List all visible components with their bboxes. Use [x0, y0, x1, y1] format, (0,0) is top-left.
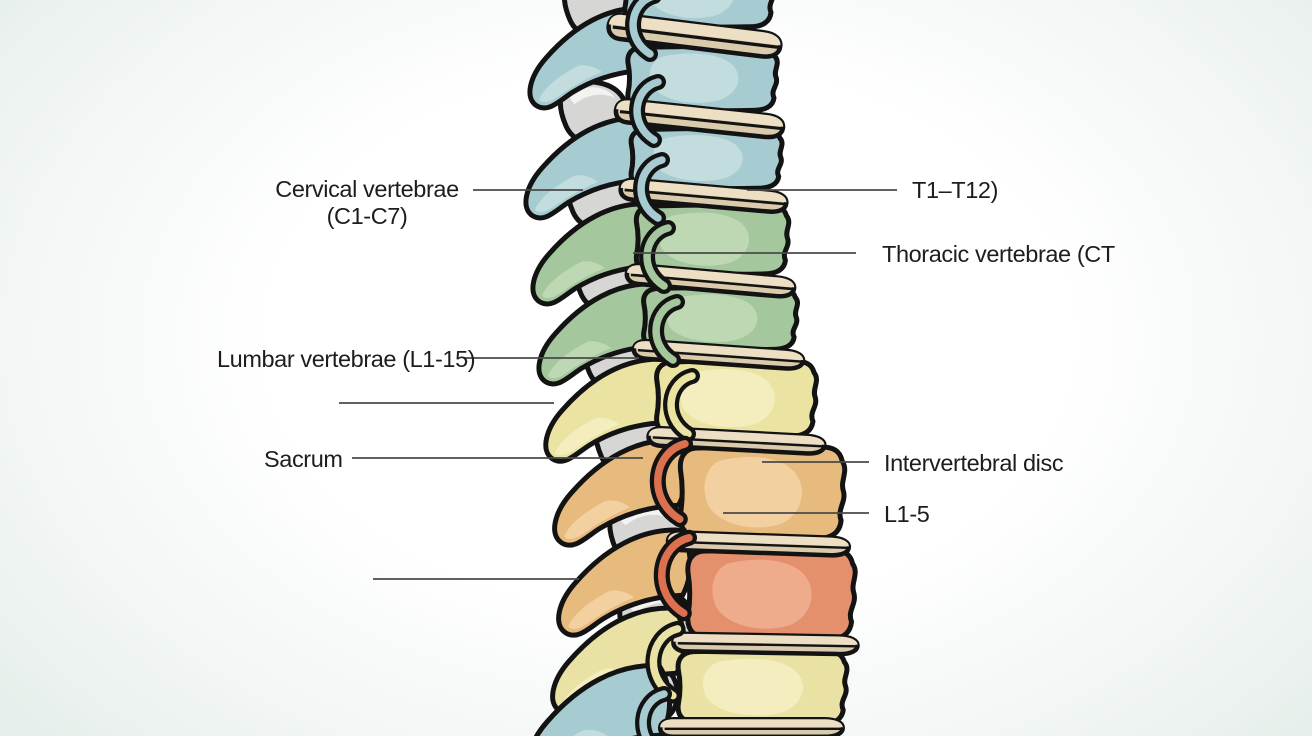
label-cervical-line1: Cervical vertebrae	[275, 176, 459, 202]
intervertebral-disc-graphic	[615, 99, 784, 138]
label-lumbar-vertebrae: Lumbar vertebrae (L1-15)	[217, 346, 476, 372]
label-cervical-vertebrae: Cervical vertebrae (C1-C7)	[270, 176, 464, 230]
intervertebral-disc-graphic	[668, 532, 849, 556]
label-cervical-line2: (C1-C7)	[326, 203, 408, 229]
label-thoracic-vertebrae: Thoracic vertebrae (CT	[882, 241, 1115, 267]
intervertebral-disc-graphic	[660, 719, 843, 736]
label-l1-5: L1-5	[884, 501, 930, 527]
intervertebral-disc-graphic	[620, 179, 787, 213]
label-intervertebral-disc: Intervertebral disc	[884, 450, 1064, 476]
leader-lines	[339, 189, 897, 580]
label-sacrum: Sacrum	[264, 446, 343, 472]
intervertebral-disc-graphic	[673, 634, 857, 655]
sacral-vertebra-body	[680, 446, 844, 539]
sacral-vertebra-body	[688, 549, 855, 639]
coccygeal-vertebra-body	[678, 650, 847, 725]
label-t1-t12: T1–T12)	[912, 177, 999, 203]
